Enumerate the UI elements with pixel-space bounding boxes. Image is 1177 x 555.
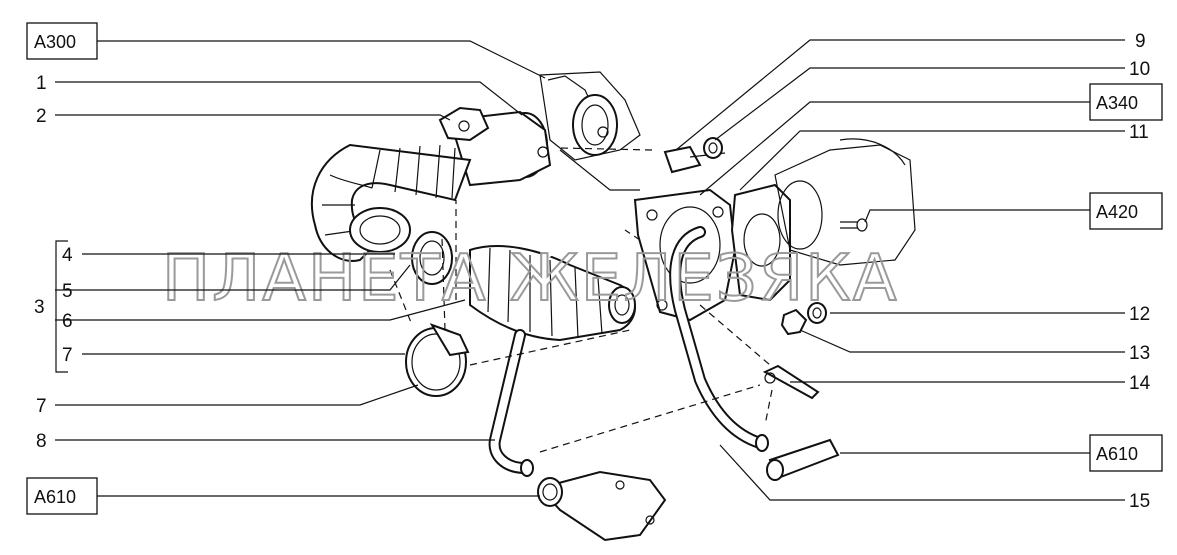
ref-box-a420: A420 [1096, 202, 1138, 222]
ref-box-a340: A340 [1096, 93, 1138, 113]
leader-lines [55, 39, 1125, 501]
callout-7: 7 [36, 396, 47, 417]
ref-box-a300: A300 [34, 32, 76, 52]
callouts-right: 9 10 11 12 13 14 15 [1129, 31, 1151, 512]
callout-8: 8 [36, 431, 47, 452]
callout-3-group: 3 [34, 297, 45, 318]
callout-15: 15 [1129, 491, 1150, 512]
callout-13: 13 [1129, 343, 1150, 364]
callouts-left: 1 2 4 5 6 7 7 8 3 [34, 73, 73, 452]
callout-9: 9 [1135, 31, 1146, 52]
ref-box-a610-left: A610 [34, 487, 76, 507]
watermark: ПЛАНЕТА ЖЕЛЕЗЯКА [162, 242, 898, 316]
callout-11: 11 [1129, 122, 1149, 143]
callout-10: 10 [1129, 59, 1150, 80]
callout-2: 2 [36, 106, 47, 127]
callout-14: 14 [1129, 373, 1151, 394]
callout-1: 1 [36, 73, 47, 94]
callout-7-group: 7 [62, 345, 73, 366]
callout-5: 5 [62, 281, 73, 302]
diagram-illustration [310, 71, 916, 542]
callout-12: 12 [1129, 304, 1150, 325]
callout-4: 4 [62, 245, 73, 266]
reference-boxes: A300 A610 A340 A420 A610 [26, 22, 1163, 515]
callout-6: 6 [62, 311, 73, 332]
ref-box-a610-right: A610 [1096, 444, 1138, 464]
